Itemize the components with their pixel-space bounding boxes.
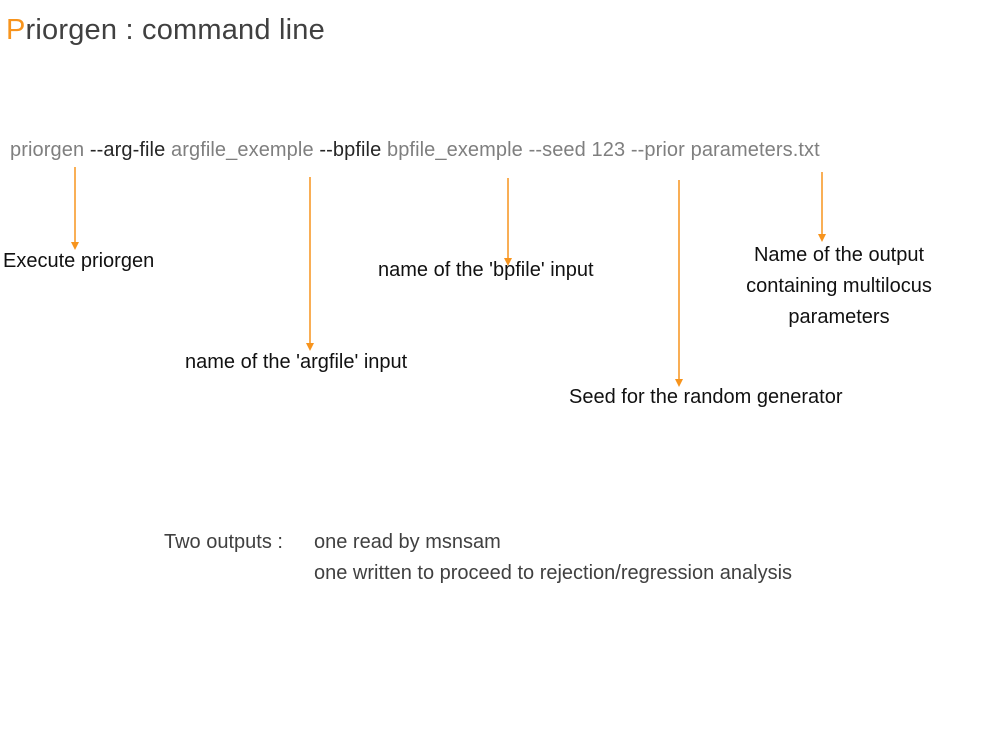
page-title: Priorgen : command line <box>6 14 325 47</box>
outputs-lead: Two outputs : <box>164 531 283 553</box>
label-execute: Execute priorgen <box>3 250 155 272</box>
label-output-line-2: containing multilocus <box>746 275 932 297</box>
cmd-token-prior-value: parameters.txt <box>690 139 820 161</box>
cmd-token-program: priorgen <box>10 139 85 161</box>
title-first-letter: P <box>6 14 26 46</box>
label-seed: Seed for the random generator <box>569 386 843 408</box>
cmd-token-seed-value: 123 <box>591 139 626 161</box>
label-output-line-1: Name of the output <box>753 244 925 266</box>
cmd-token-bpfile-value: bpfile_exemple <box>386 139 523 161</box>
label-argfile: name of the 'argfile' input <box>185 351 408 373</box>
cmd-token-argfile-flag: --arg-file <box>89 139 166 161</box>
command-line: priorgen --arg-file argfile_exemple --bp… <box>10 139 820 162</box>
outputs-item-1: one read by msnsam <box>314 531 501 553</box>
title-rest: riorgen : command line <box>25 14 325 46</box>
cmd-token-bpfile-flag: --bpfile <box>319 139 382 161</box>
label-output-line-3: parameters <box>788 306 890 328</box>
cmd-token-seed-flag: --seed <box>528 139 586 161</box>
label-output: Name of the output containing multilocus… <box>729 240 949 333</box>
outputs-item-2: one written to proceed to rejection/regr… <box>314 562 793 584</box>
cmd-token-prior-flag: --prior <box>630 139 685 161</box>
cmd-token-argfile-value: argfile_exemple <box>170 139 314 161</box>
label-bpfile: name of the 'bpfile' input <box>378 259 594 281</box>
